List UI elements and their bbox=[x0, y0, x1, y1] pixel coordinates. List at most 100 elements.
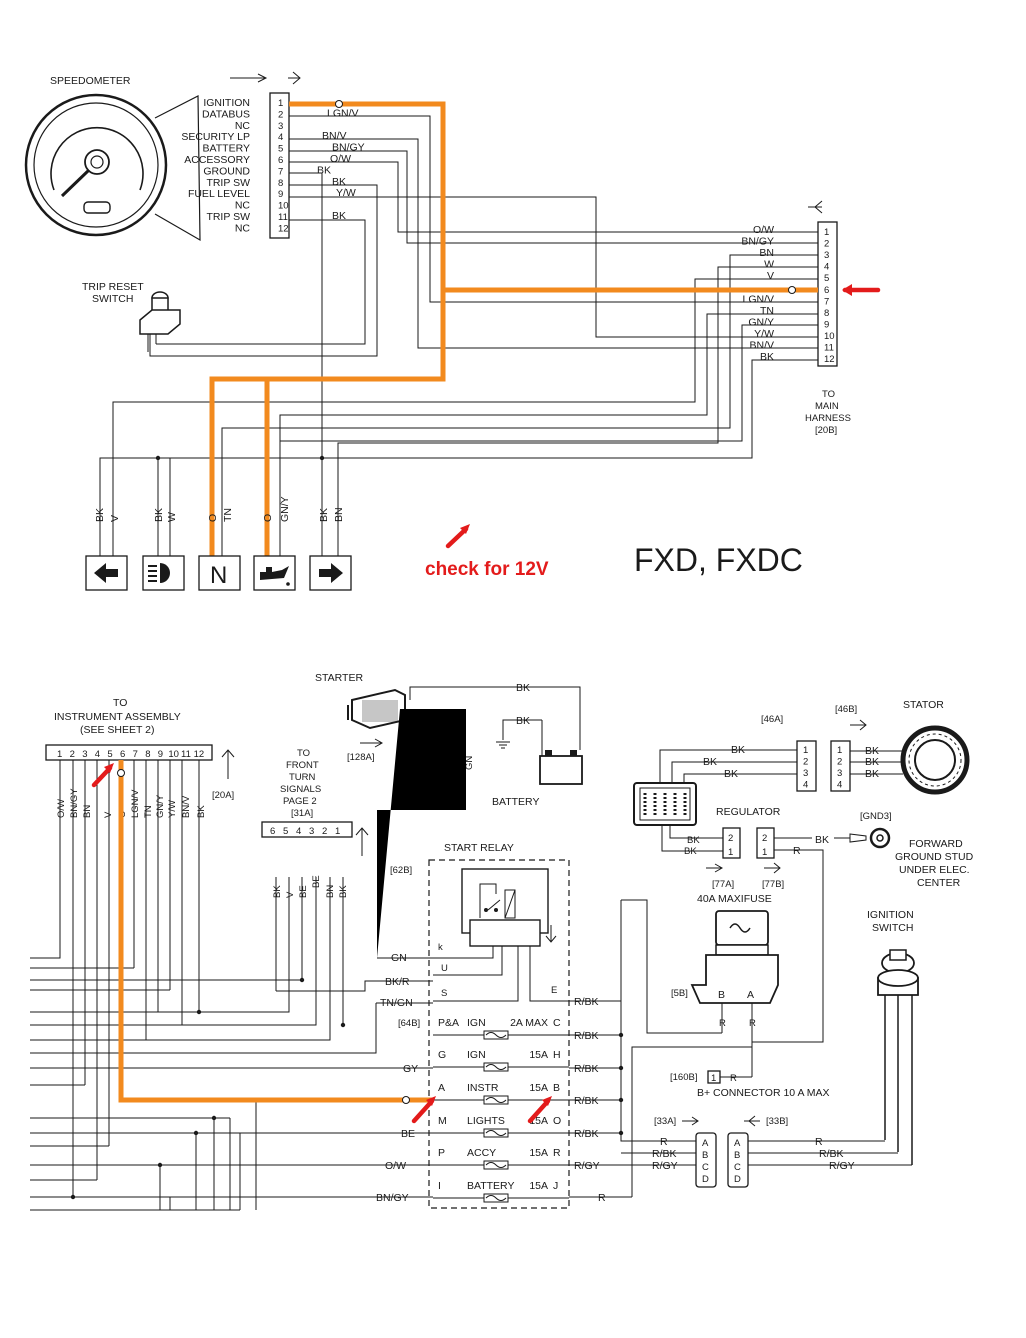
right-junctions bbox=[618, 1032, 624, 1136]
turn-signal-wire-label: BE bbox=[298, 885, 309, 898]
svg-text:R/BK: R/BK bbox=[574, 1095, 599, 1107]
instrument-pin-number: 5 bbox=[107, 749, 112, 760]
fuse-rating: 15A bbox=[529, 1049, 548, 1061]
right-arrow-icon bbox=[319, 563, 343, 583]
instrument-pin-number: 11 bbox=[181, 749, 191, 760]
fuse-name: INSTR bbox=[467, 1082, 499, 1094]
speedometer-pin-label: ACCESSORY bbox=[184, 154, 250, 166]
fuse-rating: 15A bbox=[529, 1082, 548, 1094]
indicator-wire-label: BK bbox=[94, 508, 106, 522]
svg-text:GN: GN bbox=[391, 952, 407, 964]
maxifuse: 40A MAXIFUSE B A [5B] R R bbox=[621, 849, 824, 1077]
svg-text:R: R bbox=[660, 1136, 668, 1148]
indicator-wire-label: W bbox=[166, 512, 178, 522]
svg-text:R/BK: R/BK bbox=[819, 1148, 844, 1160]
speedometer-pin-label: FUEL LEVEL bbox=[188, 188, 250, 200]
harness-wire-label: LGN/V bbox=[742, 293, 774, 305]
regulator: REGULATOR 2 1 2 1 [77A] [77B] BK BK BK R… bbox=[633, 744, 829, 890]
svg-text:[62B]: [62B] bbox=[390, 865, 412, 876]
indicator-wire-label: BK bbox=[318, 508, 330, 522]
indicator-wire-label: GN/Y bbox=[279, 496, 291, 522]
left-turn-indicator bbox=[85, 555, 128, 591]
speedometer-pin-label: NC bbox=[235, 222, 251, 234]
instrument-wire-label: BN/GY bbox=[69, 788, 80, 818]
svg-text:R: R bbox=[598, 1192, 606, 1204]
svg-text:C: C bbox=[702, 1162, 709, 1173]
instrument-wire-label: O/W bbox=[56, 799, 67, 818]
speedometer-pin-label: IGNITION bbox=[203, 97, 250, 109]
turn-signal-pin-number: 3 bbox=[309, 826, 314, 837]
instrument-pin-number: 10 bbox=[168, 749, 179, 760]
svg-text:SWITCH: SWITCH bbox=[872, 922, 913, 934]
svg-text:U: U bbox=[441, 963, 448, 974]
fuse-name: LIGHTS bbox=[467, 1115, 505, 1127]
svg-text:2: 2 bbox=[728, 833, 733, 844]
speedometer-pin-number: 6 bbox=[278, 155, 283, 166]
instrument-wire-label: TN bbox=[143, 805, 154, 818]
svg-text:BK: BK bbox=[815, 834, 829, 846]
harness-wire-label: BK bbox=[760, 351, 774, 363]
stator-pin-b: 1 bbox=[837, 745, 842, 756]
svg-text:[GND3]: [GND3] bbox=[860, 811, 892, 822]
fuse-row-right-pin: J bbox=[553, 1180, 558, 1192]
svg-text:GN: GN bbox=[464, 756, 475, 770]
svg-text:A: A bbox=[702, 1138, 709, 1149]
check-label: check for 12V bbox=[425, 559, 549, 580]
fuse-name: IGN bbox=[467, 1017, 486, 1029]
speedometer-odometer bbox=[83, 201, 111, 214]
speedometer-pin-number: 10 bbox=[278, 201, 289, 212]
turn-signal-pin-number: 4 bbox=[296, 826, 301, 837]
svg-text:40A MAXIFUSE: 40A MAXIFUSE bbox=[697, 893, 772, 905]
indicator-wire-label: V bbox=[109, 515, 121, 522]
turn-signal-wire-label: V bbox=[285, 891, 296, 898]
svg-text:B: B bbox=[702, 1150, 708, 1161]
speedometer-pin-number: 1 bbox=[278, 98, 283, 109]
fuse-block-right-wires bbox=[569, 900, 752, 1198]
instrument-wire-label: GN/Y bbox=[155, 794, 166, 818]
model-title: FXD, FXDC bbox=[634, 542, 803, 578]
turn-signal-pin-number: 2 bbox=[322, 826, 327, 837]
speedometer-ring bbox=[33, 102, 159, 228]
turn-signal-pin-number: 6 bbox=[270, 826, 275, 837]
turn-signal-pin-number: 1 bbox=[335, 826, 340, 837]
svg-text:BE: BE bbox=[401, 1128, 415, 1140]
svg-text:STATOR: STATOR bbox=[903, 699, 944, 711]
speedometer-wire-label: BK bbox=[317, 164, 331, 176]
svg-text:START RELAY: START RELAY bbox=[444, 842, 514, 854]
instrument-label-1: TO bbox=[113, 697, 127, 709]
fuse-block-right-labels: R/BK R/BK R/BK R/BK R/BK R/GY R bbox=[574, 996, 606, 1204]
speedometer-pin-number: 8 bbox=[278, 178, 283, 189]
turn-signal-pin-number: 5 bbox=[283, 826, 288, 837]
svg-text:1: 1 bbox=[762, 847, 767, 858]
red-arrows-bottom bbox=[91, 763, 552, 1124]
harness-pin-number: 11 bbox=[824, 343, 834, 354]
turn-signal-wire-label: BK bbox=[272, 885, 283, 898]
speedometer-wire-label: BK bbox=[332, 210, 346, 222]
stator-pin-b: 2 bbox=[837, 757, 842, 768]
fuse-name: ACCY bbox=[467, 1147, 496, 1159]
harness-pin-number: 6 bbox=[824, 285, 829, 296]
svg-text:k: k bbox=[438, 942, 443, 953]
svg-text:2: 2 bbox=[762, 833, 767, 844]
svg-text:BK: BK bbox=[724, 768, 738, 780]
harness-label-2: MAIN bbox=[815, 401, 839, 412]
ground-stud: [GND3] FORWARD GROUND STUD UNDER ELEC. C… bbox=[834, 811, 974, 889]
speedometer-wire-label: BK bbox=[332, 176, 346, 188]
svg-text:[5B]: [5B] bbox=[671, 988, 688, 999]
harness-label-4: [20B] bbox=[815, 425, 837, 436]
harness-wire-label: BN/V bbox=[749, 340, 774, 352]
svg-text:[160B]: [160B] bbox=[670, 1072, 697, 1083]
svg-text:BK: BK bbox=[865, 756, 879, 768]
indicator-wire-label: BK bbox=[153, 508, 165, 522]
instrument-pin-number: 3 bbox=[82, 749, 87, 760]
svg-text:BK: BK bbox=[865, 745, 879, 757]
svg-text:R: R bbox=[719, 1018, 726, 1029]
indicator-wire-label: O bbox=[262, 514, 274, 522]
instrument-wire-label: LGN/V bbox=[130, 789, 141, 818]
harness-wire-label: GN/Y bbox=[748, 316, 774, 328]
